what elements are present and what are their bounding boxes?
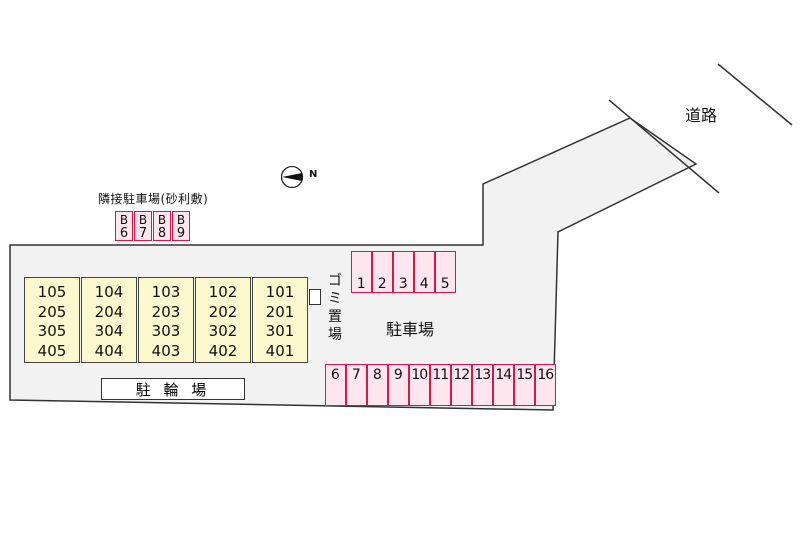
unit-number: 203: [151, 302, 181, 321]
parking-slot: 14: [493, 364, 514, 406]
parking-slot: 5: [435, 251, 456, 293]
unit-number: 304: [94, 322, 124, 340]
unit-number: 402: [208, 341, 238, 360]
adjacent-slot-top: B: [138, 213, 148, 227]
parking-slot: 16: [535, 364, 556, 406]
garbage-label-char: 置: [328, 309, 342, 325]
parking-slot: 2: [372, 251, 393, 293]
adjacent-slot-number: 9: [176, 226, 186, 241]
adjacent-slot: B 8: [153, 211, 171, 241]
unit-number: 303: [151, 322, 181, 340]
adjacent-slot: B 7: [134, 211, 152, 241]
garbage-bin-icon: [309, 289, 321, 305]
unit-number: 202: [208, 302, 238, 321]
road-edge-left: [608, 99, 720, 194]
unit-number: 204: [94, 302, 124, 321]
road-label: 道路: [685, 106, 718, 125]
parking-slot: 9: [388, 364, 409, 406]
adjacent-slot: B 6: [115, 211, 133, 241]
unit-number: 205: [37, 302, 67, 321]
garbage-label-char: ミ: [328, 291, 342, 307]
bicycle-parking-label: 駐 輪 場: [101, 378, 245, 400]
building-unit-column: 105 205 305 405: [24, 277, 80, 363]
unit-number: 103: [151, 283, 181, 301]
unit-number: 302: [208, 322, 238, 340]
building-unit-column: 101 201 301 401: [252, 277, 308, 363]
parking-slot: 6: [325, 364, 346, 406]
building-unit-column: 102 202 302 402: [195, 277, 251, 363]
adjacent-slot-number: 8: [157, 226, 167, 241]
parking-slot: 3: [393, 251, 414, 293]
road-edge-right: [717, 63, 793, 126]
garbage-label-char: ゴ: [328, 273, 342, 289]
unit-number: 405: [37, 341, 67, 360]
parking-slot: 11: [430, 364, 451, 406]
adjacent-parking-label: 隣接駐車場(砂利敷): [98, 192, 209, 206]
building-unit-column: 103 203 303 403: [138, 277, 194, 363]
unit-number: 201: [265, 302, 295, 321]
adjacent-slot-top: B: [176, 213, 186, 227]
parking-slot: 8: [367, 364, 388, 406]
unit-number: 105: [37, 283, 67, 301]
unit-number: 101: [265, 283, 295, 301]
unit-number: 102: [208, 283, 238, 301]
compass-letter: N: [309, 169, 318, 180]
building-unit-column: 104 204 304 404: [81, 277, 137, 363]
parking-slot: 15: [514, 364, 535, 406]
parking-lot-label: 駐車場: [386, 320, 435, 339]
parking-slot: 13: [472, 364, 493, 406]
adjacent-slot-top: B: [157, 213, 167, 227]
unit-number: 305: [37, 322, 67, 340]
adjacent-slot: B 9: [172, 211, 190, 241]
garbage-area-label: ゴ ミ 置 場: [326, 272, 344, 344]
unit-number: 401: [265, 341, 295, 360]
unit-number: 104: [94, 283, 124, 301]
parking-slot: 7: [346, 364, 367, 406]
unit-number: 301: [265, 322, 295, 340]
parking-slot: 12: [451, 364, 472, 406]
parking-slot: 1: [351, 251, 372, 293]
adjacent-slot-number: 7: [138, 226, 148, 241]
garbage-label-char: 場: [328, 327, 342, 343]
unit-number: 404: [94, 341, 124, 360]
parking-slot: 10: [409, 364, 430, 406]
north-compass-icon: [281, 165, 304, 189]
adjacent-slot-top: B: [119, 213, 129, 227]
adjacent-slot-number: 6: [119, 226, 129, 241]
unit-number: 403: [151, 341, 181, 360]
parking-slot: 4: [414, 251, 435, 293]
